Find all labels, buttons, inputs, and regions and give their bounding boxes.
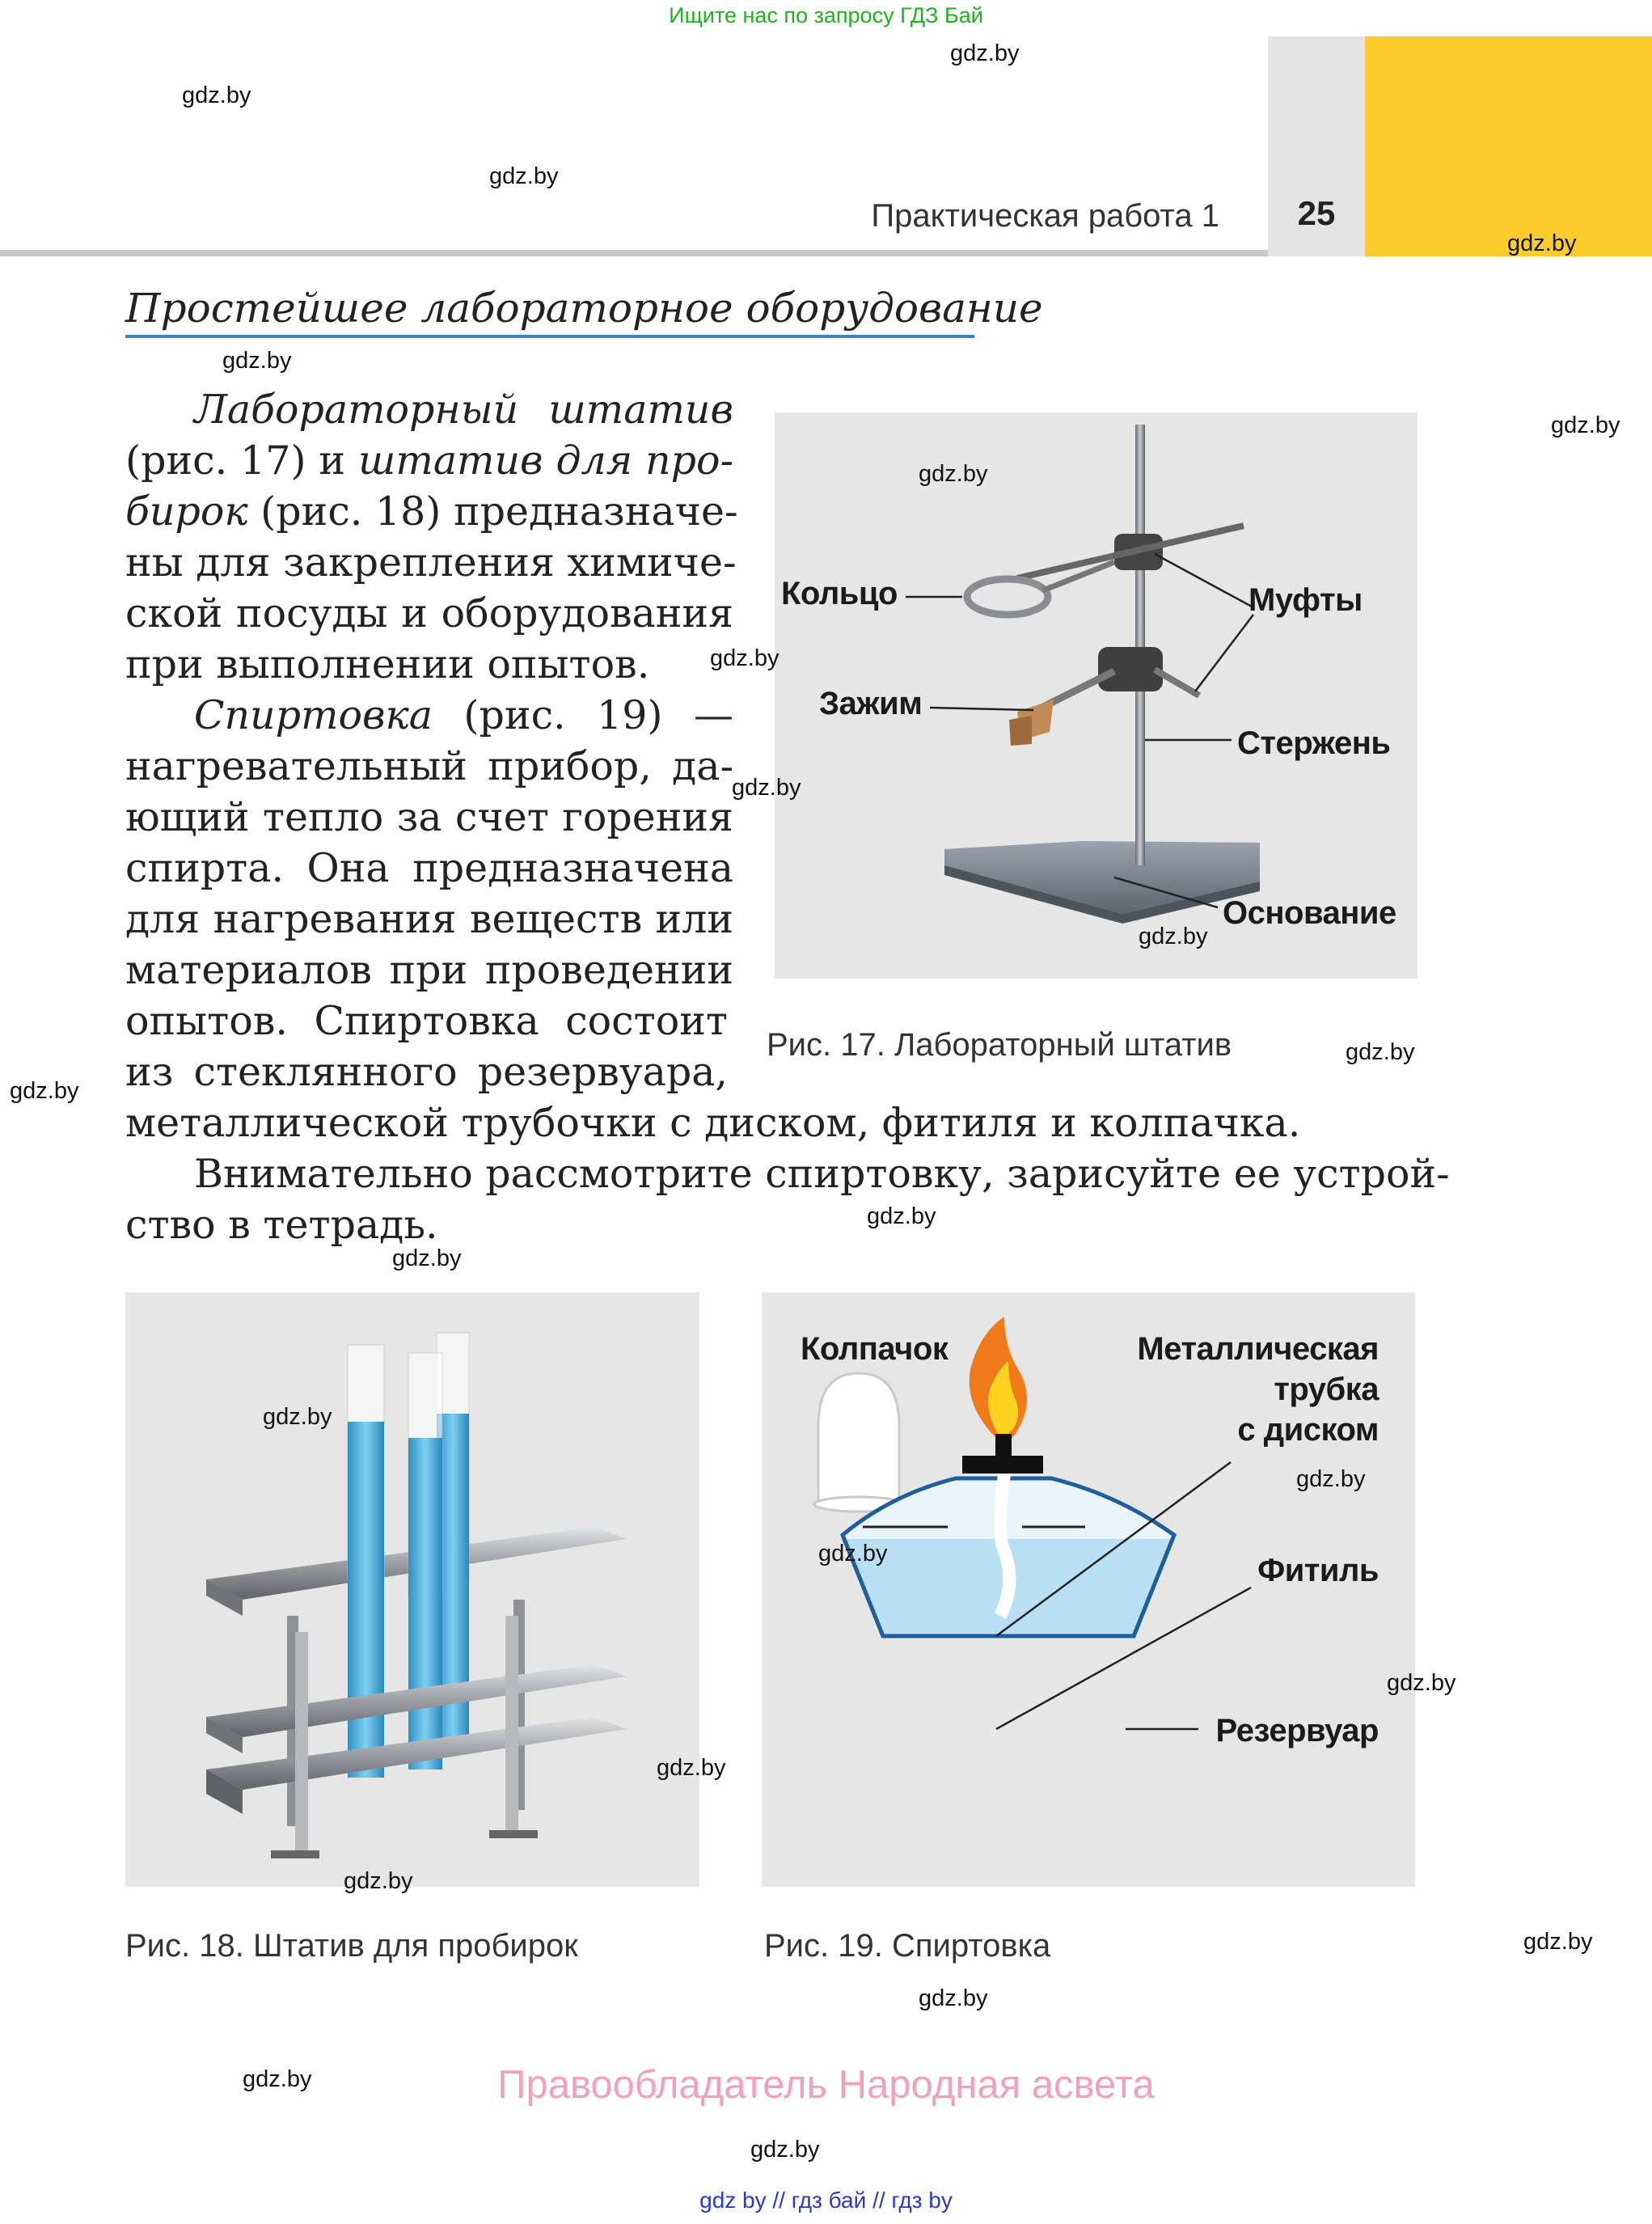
watermark: gdz.by <box>1507 230 1577 256</box>
watermark: gdz.by <box>867 1203 936 1229</box>
watermark: gdz.by <box>10 1078 79 1104</box>
corner-accent <box>1365 36 1652 256</box>
label-rod: Стержень <box>1237 725 1391 761</box>
figure-19-caption: Рис. 19. Спиртовка <box>764 1928 1051 1964</box>
watermark: gdz.by <box>1551 412 1620 438</box>
watermark: gdz.by <box>263 1404 332 1430</box>
watermark: gdz.by <box>344 1868 413 1894</box>
watermark: gdz.by <box>222 348 292 374</box>
label-base: Основание <box>1223 895 1396 931</box>
watermark: gdz.by <box>1346 1039 1415 1065</box>
figure-18-caption: Рис. 18. Штатив для пробирок <box>125 1928 578 1964</box>
body-line: Внимательно рассмотрите спиртовку, зарис… <box>194 1151 1450 1197</box>
body-line: ской посуды и оборудования <box>125 590 733 636</box>
body-line: Лабораторный штатив <box>125 387 733 433</box>
label-couplings: Муфты <box>1249 582 1363 618</box>
label-wick: Фитиль <box>1257 1553 1379 1588</box>
figure-17-caption: Рис. 17. Лабораторный штатив <box>767 1027 1232 1063</box>
label-tube-line3: с диском <box>1237 1412 1379 1448</box>
body-line: из стеклянного резервуара, <box>125 1049 728 1095</box>
lab-stand-illustration <box>906 425 1260 924</box>
watermark: gdz.by <box>919 1985 988 2011</box>
watermark: gdz.by <box>657 1755 726 1781</box>
watermark: gdz.by <box>1139 924 1208 949</box>
section-title-underline <box>125 335 974 338</box>
page-number: 25 <box>1297 194 1336 232</box>
watermark: gdz.by <box>750 2137 820 2163</box>
label-tube-line1: Металлическая <box>1137 1331 1379 1367</box>
body-line: металлической трубочки с диском, фитиля … <box>125 1100 1301 1146</box>
watermark: gdz.by <box>950 40 1020 66</box>
body-line: (рис. 17) и штатив для про- <box>125 438 734 484</box>
watermark: gdz.by <box>1296 1466 1366 1492</box>
term-stand: штатив <box>548 387 733 433</box>
watermark: gdz.by <box>919 461 988 487</box>
watermark: gdz.by <box>392 1245 462 1271</box>
body-line: ны для закрепления химиче- <box>125 539 737 586</box>
body-line: для нагревания веществ или <box>125 896 733 942</box>
watermark: gdz.by <box>732 775 801 801</box>
watermark: gdz.by <box>182 82 251 108</box>
label-ring: Кольцо <box>781 576 898 611</box>
body-line: при выполнении опытов. <box>125 641 650 687</box>
spirit-lamp-illustration <box>813 1317 1252 1731</box>
body-line: ющий тепло за счет горения <box>125 794 733 840</box>
body-line: бирок (рис. 18) предназначе- <box>125 488 738 535</box>
rightholder-note: Правообладатель Народная асвета <box>497 2063 1155 2107</box>
body-line: спирта. Она предназначена <box>125 845 733 891</box>
watermark: gdz.by <box>710 645 780 671</box>
body-line: материалов при проведении <box>125 947 733 993</box>
watermark: gdz.by <box>243 2066 312 2092</box>
term-spirit-lamp: Спиртовка <box>194 692 433 738</box>
header-rule <box>0 250 1268 256</box>
watermark: gdz.by <box>1523 1929 1593 1955</box>
label-tube-line2: трубка <box>1274 1372 1379 1407</box>
body-line: Спиртовка (рис. 19) — <box>194 692 734 738</box>
watermark: gdz.by <box>818 1541 888 1567</box>
body-line: опытов. Спиртовка состоит <box>125 998 728 1044</box>
body-line: ство в тетрадь. <box>125 1202 438 1248</box>
term-lab-stand: Лабораторный <box>194 387 519 433</box>
watermark: gdz.by <box>489 163 559 189</box>
label-reservoir: Резервуар <box>1215 1713 1379 1748</box>
section-title: Простейшее лабораторное оборудование <box>125 285 1043 332</box>
body-line: нагревательный прибор, да- <box>125 743 733 789</box>
tube-rack-illustration <box>206 1332 627 1858</box>
watermark: gdz.by <box>1387 1670 1456 1696</box>
term-tube-rack: штатив для про- <box>357 438 734 484</box>
running-title: Практическая работа 1 <box>871 198 1219 234</box>
label-clamp: Зажим <box>819 686 923 721</box>
label-cap: Колпачок <box>801 1331 949 1367</box>
top-search-note: Ищите нас по запросу ГДЗ Бай <box>669 3 983 27</box>
bottom-links[interactable]: gdz by // гдз бай // гдз by <box>699 2188 953 2213</box>
page-number-box <box>1268 36 1365 256</box>
